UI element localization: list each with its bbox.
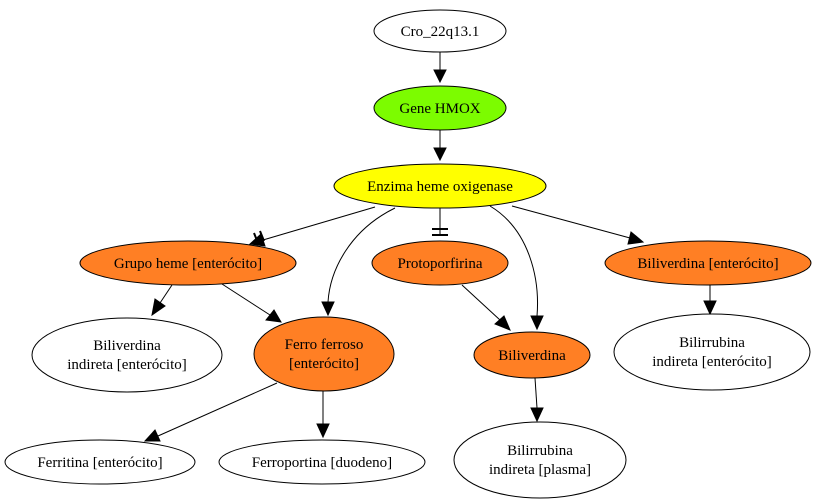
node-ferroportina: Ferroportina [duodeno] xyxy=(218,439,426,485)
node-cro: Cro_22q13.1 xyxy=(373,9,507,53)
node-bilirrubina-ent-label-2: indireta [enterócito] xyxy=(652,354,772,370)
node-biliverdina-shape xyxy=(473,331,591,379)
node-gene: Gene HMOX xyxy=(373,85,507,131)
node-biliverdina-ind-shape xyxy=(31,317,223,393)
node-ferro: Ferro ferroso [enterócito] xyxy=(253,316,395,392)
edge-enzima-to-ferro xyxy=(321,207,396,317)
node-biliverdina-ind-label-2: indireta [enterócito] xyxy=(67,357,187,373)
node-ferritina-label: Ferritina [enterócito] xyxy=(37,455,162,471)
node-bilirrubina-plasma-label-1: Bilirrubina xyxy=(507,443,573,459)
edge-cro-to-gene xyxy=(433,52,447,84)
node-cro-label: Cro_22q13.1 xyxy=(401,24,480,40)
edge-grupo-heme-to-biliverdina-ind xyxy=(151,284,173,317)
node-biliverdina: Biliverdina xyxy=(473,331,591,379)
node-biliverdina-ind: Biliverdina indireta [enterócito] xyxy=(31,317,223,393)
edge-biliverdina-to-bilirrubina-plasma xyxy=(530,377,544,423)
node-enzima-label: Enzima heme oxigenase xyxy=(367,179,513,195)
tick-mark-1 xyxy=(253,232,259,244)
node-bilirrubina-plasma-shape xyxy=(453,421,627,499)
node-ferroportina-label: Ferroportina [duodeno] xyxy=(252,455,392,471)
node-gene-label: Gene HMOX xyxy=(399,101,480,117)
node-ferro-label-2: [enterócito] xyxy=(289,356,359,372)
node-biliverdina-label: Biliverdina xyxy=(498,348,566,364)
node-ferritina: Ferritina [enterócito] xyxy=(4,439,196,485)
edge-biliverdina-ent-to-bilirrubina-ent xyxy=(703,285,717,316)
edge-ferro-to-ferroportina xyxy=(316,391,330,439)
node-biliverdina-ent-label: Biliverdina [enterócito] xyxy=(637,256,778,272)
edge-gene-to-enzima xyxy=(433,130,447,162)
edge-protoporfirina-to-biliverdina xyxy=(461,284,511,331)
node-gene-shape xyxy=(373,85,507,131)
edge-enzima-to-grupo-heme xyxy=(248,206,376,247)
node-ferroportina-shape xyxy=(218,439,426,485)
edge-ferro-to-ferritina xyxy=(143,382,278,442)
node-bilirrubina-plasma: Bilirrubina indireta [plasma] xyxy=(453,421,627,499)
node-bilirrubina-ent-label-1: Bilirrubina xyxy=(679,335,745,351)
node-biliverdina-ind-label-1: Biliverdina xyxy=(93,338,161,354)
tick-mark-2 xyxy=(259,230,265,242)
node-ferritina-shape xyxy=(4,439,196,485)
node-ferro-label-1: Ferro ferroso xyxy=(285,337,364,353)
node-bilirrubina-plasma-label-2: indireta [plasma] xyxy=(489,462,591,478)
node-bilirrubina-ent: Bilirrubina indireta [enterócito] xyxy=(613,313,811,391)
node-cro-shape xyxy=(373,9,507,53)
edge-enzima-to-protoporfirina xyxy=(432,208,448,236)
edge-enzima-to-biliverdina-ent xyxy=(511,205,645,245)
edge-grupo-heme-to-ferro xyxy=(221,283,282,323)
node-bilirrubina-ent-shape xyxy=(613,313,811,391)
nodes: Cro_22q13.1 Gene HMOX Enzima heme oxigen… xyxy=(4,9,812,499)
node-enzima: Enzima heme oxigenase xyxy=(333,163,547,209)
node-grupo-heme: Grupo heme [enterócito] xyxy=(79,240,297,286)
node-protoporfirina: Protoporfirina xyxy=(371,240,509,286)
node-biliverdina-ent-shape xyxy=(604,240,812,286)
node-protoporfirina-label: Protoporfirina xyxy=(398,256,483,272)
node-ferro-shape xyxy=(253,316,395,392)
node-biliverdina-ent: Biliverdina [enterócito] xyxy=(604,240,812,286)
edge-enzima-to-biliverdina xyxy=(489,205,544,331)
edges xyxy=(143,52,717,442)
node-grupo-heme-shape xyxy=(79,240,297,286)
node-grupo-heme-label: Grupo heme [enterócito] xyxy=(114,256,262,272)
node-protoporfirina-shape xyxy=(371,240,509,286)
node-enzima-shape xyxy=(333,163,547,209)
